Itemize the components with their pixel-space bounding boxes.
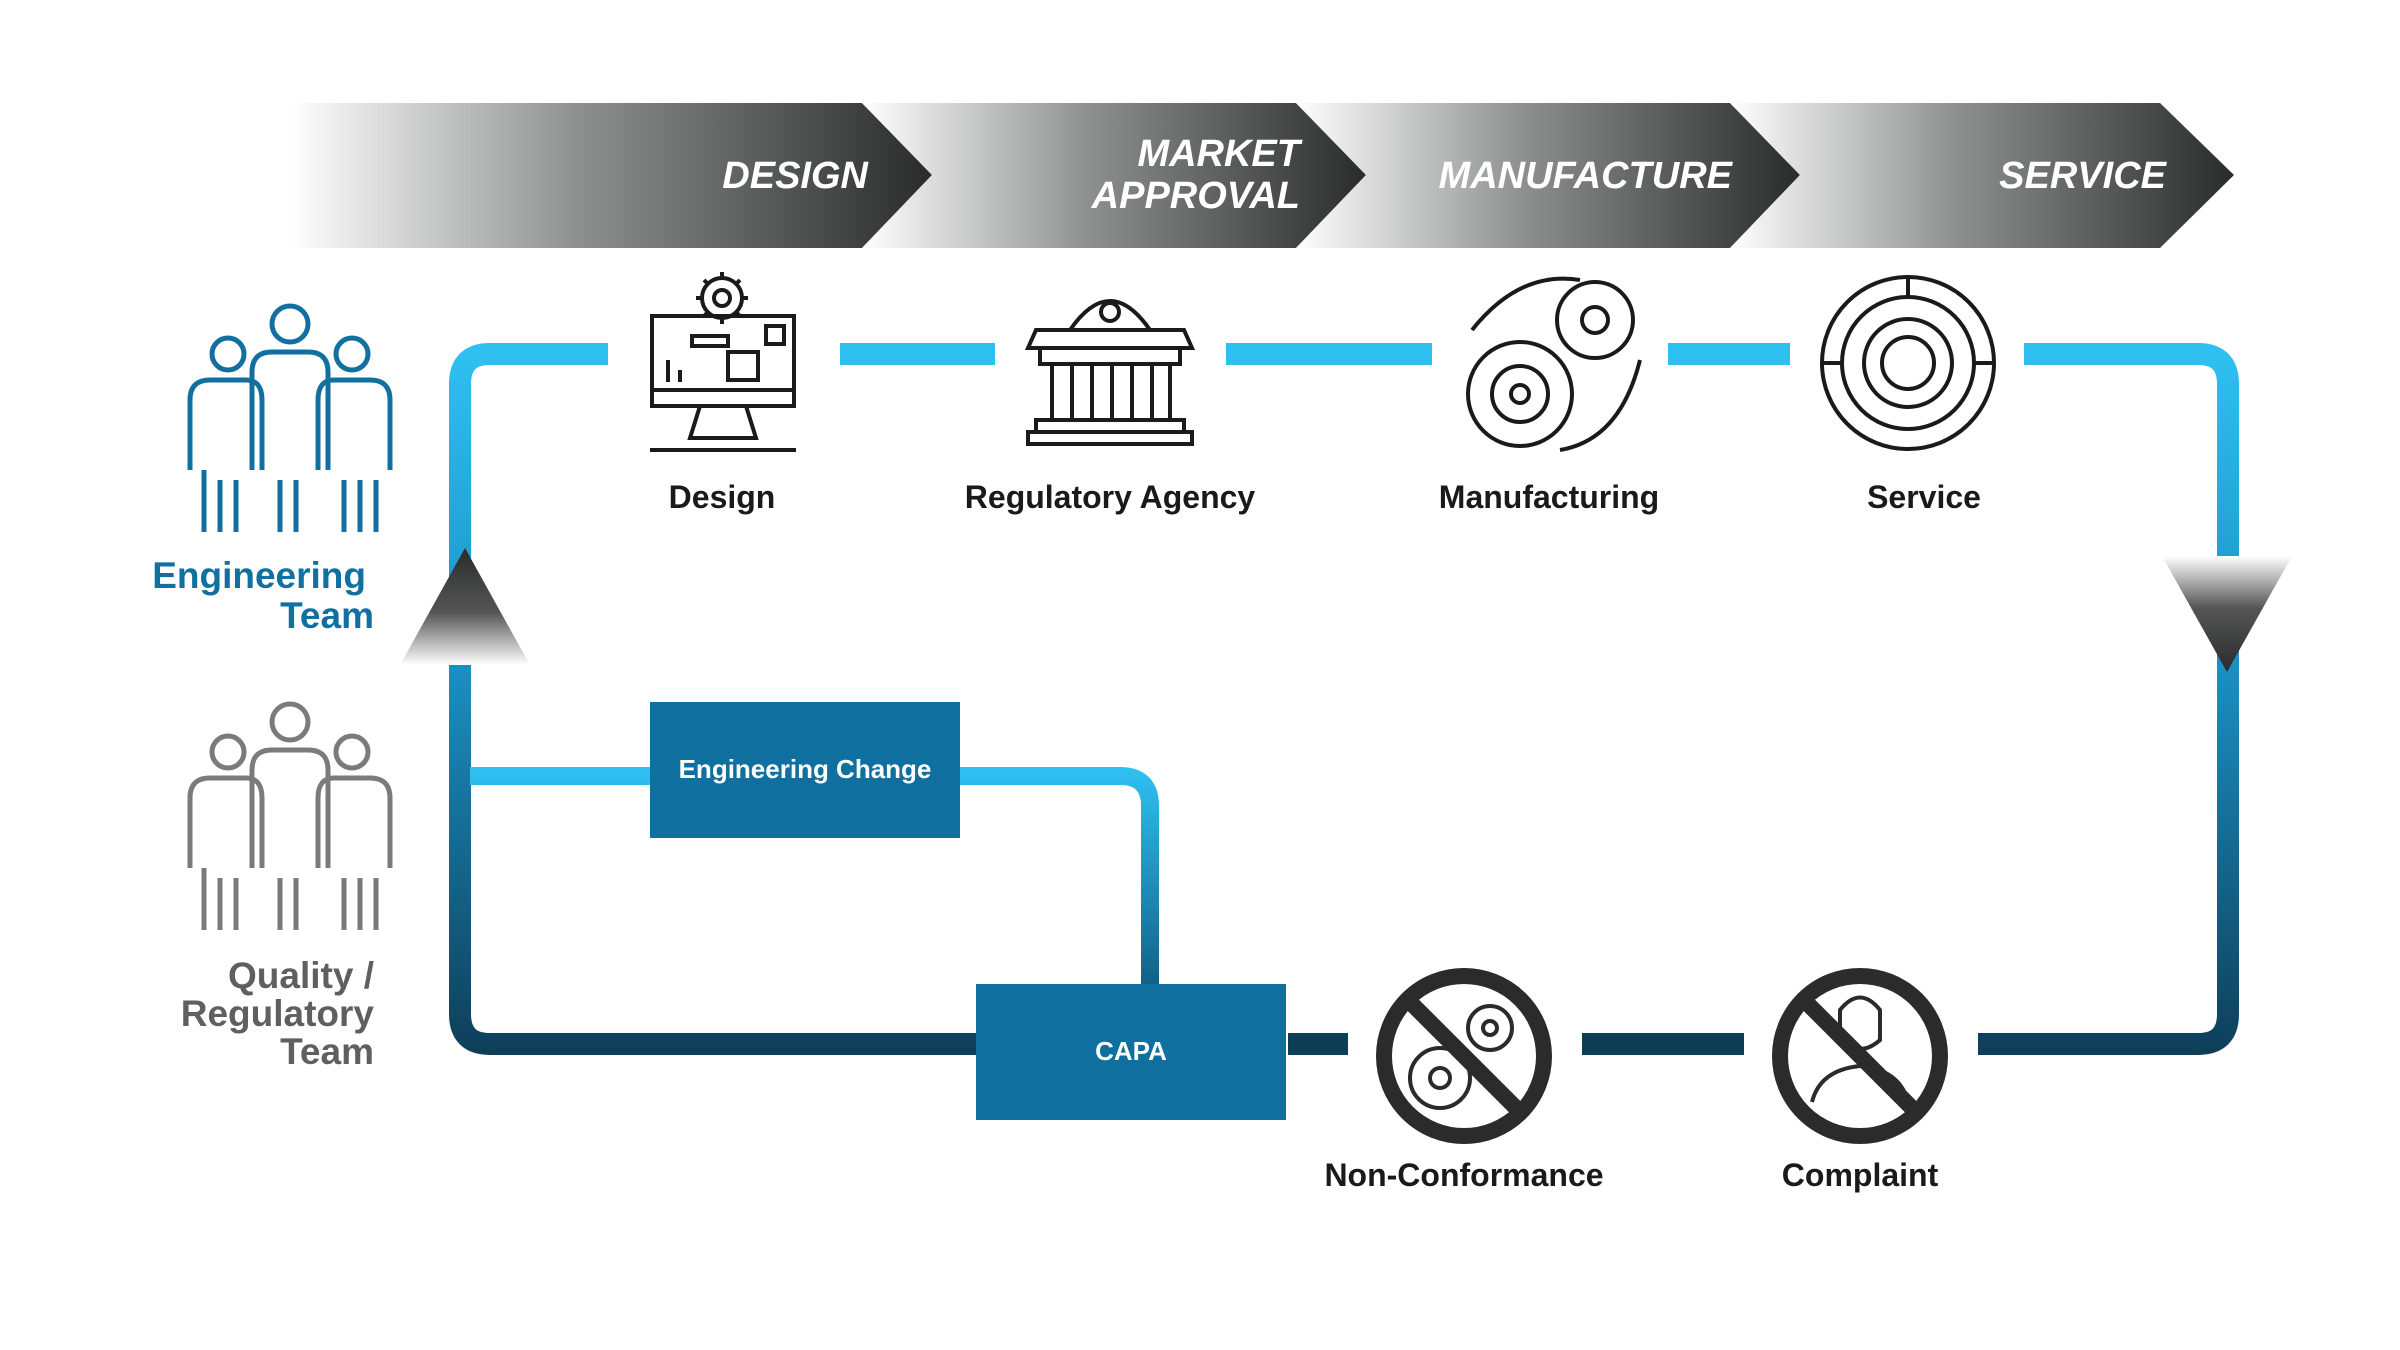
loop-top-left <box>449 343 980 1055</box>
banner-chevron-service <box>1730 103 2234 248</box>
manufacturing-icon <box>1466 276 1642 452</box>
stage-design-label: Design <box>669 479 776 515</box>
banner-chevron-manufacture <box>1296 103 1800 248</box>
engineering-team-icon <box>187 303 393 532</box>
phase-design-label: DESIGN <box>722 155 869 197</box>
phase-service-label: SERVICE <box>1999 155 2167 197</box>
design-icon <box>650 272 796 452</box>
inner-loop <box>470 767 1159 990</box>
phase-banner: DESIGN MARKET APPROVAL MANUFACTURE SERVI… <box>290 103 2234 248</box>
up-arrow-icon <box>400 548 530 665</box>
engineering-team-label-2: Team <box>280 595 374 636</box>
engineering-change-label: Engineering Change <box>679 754 932 784</box>
quality-team-label-1: Quality / <box>228 955 374 996</box>
engineering-change-box[interactable]: Engineering Change <box>650 702 960 838</box>
non-conformance-icon <box>1376 968 1552 1144</box>
loop-right <box>1978 343 2239 1055</box>
banner-chevron-market-approval <box>862 103 1366 248</box>
down-arrow-icon <box>2162 556 2292 672</box>
phase-market-label: MARKET <box>1137 133 1302 175</box>
quality-team-label-2: Regulatory <box>181 993 375 1034</box>
stage-regulatory-label: Regulatory Agency <box>965 479 1256 515</box>
quality-team-icon <box>187 701 393 930</box>
service-icon <box>1820 275 1996 451</box>
quality-team-label-3: Team <box>280 1031 374 1072</box>
complaint-icon <box>1772 968 1948 1144</box>
engineering-team-label-1: Engineering <box>152 555 366 596</box>
capa-box[interactable]: CAPA <box>976 984 1286 1120</box>
stage-manufacturing-label: Manufacturing <box>1439 479 1659 515</box>
stage-service-label: Service <box>1867 479 1981 515</box>
phase-manufacture-label: MANUFACTURE <box>1439 155 1734 197</box>
process-loop <box>449 343 2239 1055</box>
issue-nonconformance-label: Non-Conformance <box>1324 1157 1603 1193</box>
capa-label: CAPA <box>1095 1036 1167 1066</box>
banner-chevron-design <box>290 103 932 248</box>
regulatory-agency-icon <box>1024 299 1196 446</box>
phase-approval-label: APPROVAL <box>1091 175 1300 217</box>
issue-complaint-label: Complaint <box>1782 1157 1939 1193</box>
